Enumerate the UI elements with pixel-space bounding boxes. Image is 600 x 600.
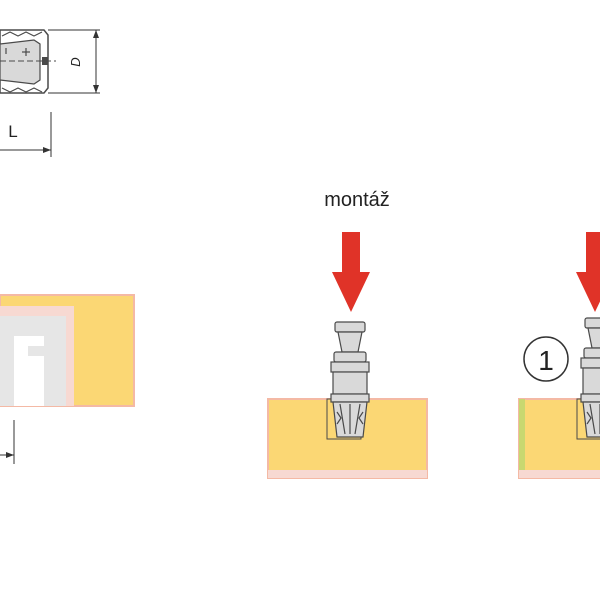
diameter-label: D — [68, 57, 83, 66]
diameter-dimension: D — [48, 29, 100, 94]
assembly-label: montáž — [324, 189, 390, 211]
length-dimension: L — [0, 112, 52, 157]
press-arrow-icon — [576, 232, 600, 312]
fitting — [580, 317, 600, 438]
step-number-label: 1 — [538, 345, 554, 376]
fitting — [330, 321, 370, 438]
step-number-circle — [523, 336, 569, 382]
board-cross-section — [0, 294, 135, 464]
fitting-dimension-drawing: D L — [0, 29, 100, 157]
press-arrow-icon — [332, 232, 370, 312]
length-label: L — [8, 122, 17, 141]
fitting-side-view — [0, 29, 56, 94]
assembly-step: montáž — [267, 189, 428, 479]
step-one: 1 — [518, 232, 600, 479]
